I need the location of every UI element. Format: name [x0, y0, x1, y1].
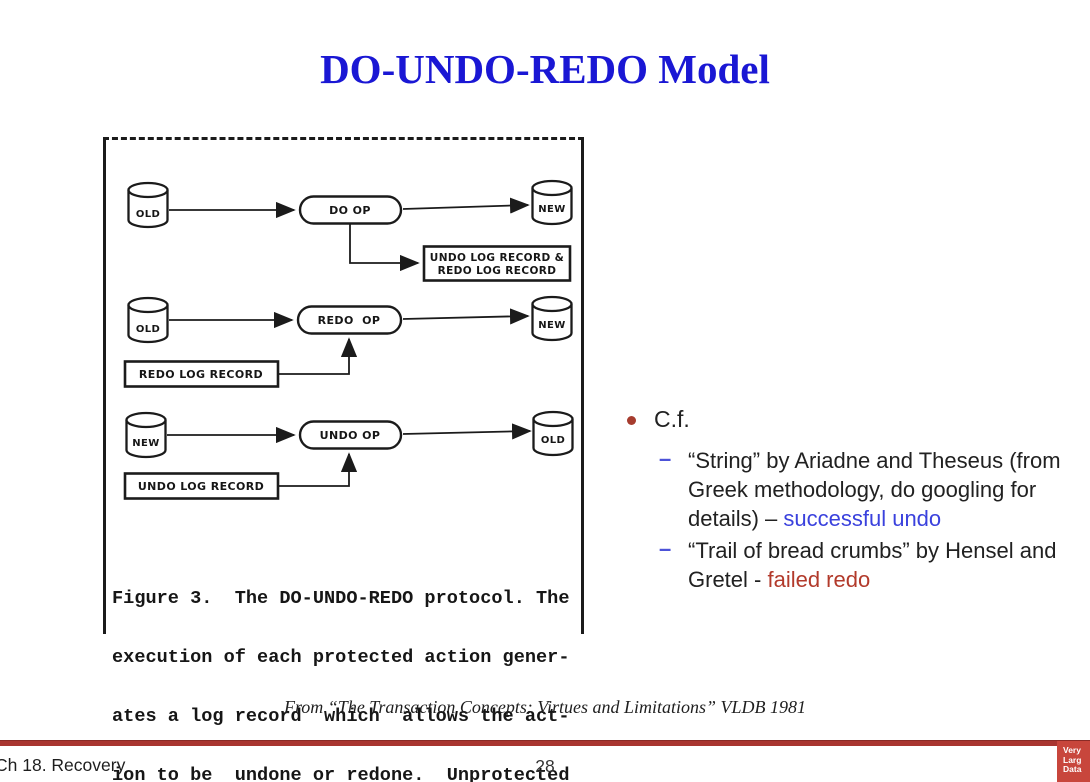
- logo-line: Larg: [1063, 754, 1082, 765]
- row3-new-disk-icon: NEW: [125, 411, 167, 459]
- svg-text:UNDO OP: UNDO OP: [320, 429, 381, 442]
- vldb-logo: Very Larg Data: [1057, 741, 1090, 782]
- svg-text:OLD: OLD: [136, 209, 160, 220]
- sub-bullet-line-prefix: Gretel -: [688, 567, 768, 592]
- sub-bullet-dash-icon: –: [659, 446, 672, 471]
- protocol-diagram: OLD DO OP NEW UNDO LOG RECORD & REDO LOG…: [123, 179, 574, 500]
- bullet-label: C.f.: [654, 406, 690, 432]
- row3-log-box: UNDO LOG RECORD: [123, 472, 280, 500]
- caption-line: ion to be undone or redone. Unprotected: [112, 764, 570, 782]
- footer-chapter-label: Ch 18. Recovery: [0, 755, 126, 775]
- row2-new-disk-icon: NEW: [531, 295, 573, 342]
- svg-text:REDO OP: REDO OP: [318, 314, 381, 327]
- row2-log-box: REDO LOG RECORD: [123, 360, 280, 388]
- svg-text:REDO LOG RECORD: REDO LOG RECORD: [438, 265, 557, 277]
- row2-arrow-right: [402, 308, 530, 325]
- sub-bullet-dash-icon: –: [659, 536, 672, 561]
- svg-text:OLD: OLD: [136, 324, 160, 335]
- figure-caption: Figure 3. The DO-UNDO-REDO protocol. The…: [112, 550, 569, 782]
- svg-text:NEW: NEW: [538, 204, 565, 215]
- sub-bullet-line: Gretel - failed redo: [688, 565, 1088, 594]
- sub-bullet-text: “String” by Ariadne and Theseus (from Gr…: [688, 446, 1088, 533]
- figure-do-undo-redo: OLD DO OP NEW UNDO LOG RECORD & REDO LOG…: [103, 137, 584, 782]
- row1-log-box: UNDO LOG RECORD & REDO LOG RECORD: [422, 245, 572, 282]
- caption-line: execution of each protected action gener…: [112, 646, 570, 668]
- row1-op-pill: DO OP: [298, 195, 403, 225]
- logo-line: Very: [1063, 745, 1081, 755]
- svg-text:REDO LOG RECORD: REDO LOG RECORD: [139, 368, 263, 381]
- row3-arrow-right: [402, 423, 532, 440]
- row2-log-connector: [278, 337, 358, 375]
- caption-line: ates a log record which allows the act-: [112, 705, 570, 727]
- sub-bullet-line: Greek methodology, do googling for: [688, 477, 1037, 502]
- caption-line: Figure 3. The DO-UNDO-REDO protocol. The: [112, 588, 570, 610]
- source-citation: From “The Transaction Concepts: Virtues …: [283, 697, 807, 717]
- svg-text:NEW: NEW: [132, 438, 159, 449]
- row3-op-pill: UNDO OP: [298, 420, 403, 450]
- svg-text:UNDO LOG RECORD &: UNDO LOG RECORD &: [430, 252, 564, 264]
- svg-text:UNDO LOG RECORD: UNDO LOG RECORD: [138, 480, 264, 493]
- row1-old-disk-icon: OLD: [127, 181, 169, 229]
- row2-op-pill: REDO OP: [296, 305, 403, 335]
- footer-divider-bar: [0, 740, 1090, 746]
- svg-text:OLD: OLD: [541, 435, 565, 446]
- row1-arrow-right: [402, 197, 530, 214]
- successful-undo-highlight: successful undo: [783, 506, 942, 531]
- row3-log-connector: [278, 452, 358, 487]
- sub-bullet-line: details) – successful undo: [688, 504, 1088, 533]
- row3-old-disk-icon: OLD: [532, 410, 574, 457]
- sub-bullet-text: “Trail of bread crumbs” by Hensel and Gr…: [688, 536, 1088, 594]
- logo-line: Data: [1063, 764, 1082, 775]
- footer-page-number: 28: [535, 756, 555, 776]
- sub-bullet-line: “Trail of bread crumbs” by Hensel and: [688, 538, 1057, 563]
- row1-log-connector: [349, 224, 420, 272]
- row1-new-disk-icon: NEW: [531, 179, 573, 226]
- slide-title: DO-UNDO-REDO Model: [320, 46, 770, 93]
- svg-text:NEW: NEW: [538, 320, 565, 331]
- bullet-dot-icon: [627, 416, 636, 425]
- sub-bullet-line-prefix: details) –: [688, 506, 784, 531]
- svg-text:DO OP: DO OP: [329, 204, 371, 217]
- row2-old-disk-icon: OLD: [127, 296, 169, 344]
- failed-redo-highlight: failed redo: [767, 567, 871, 592]
- sub-bullet-line: “String” by Ariadne and Theseus (from: [688, 448, 1061, 473]
